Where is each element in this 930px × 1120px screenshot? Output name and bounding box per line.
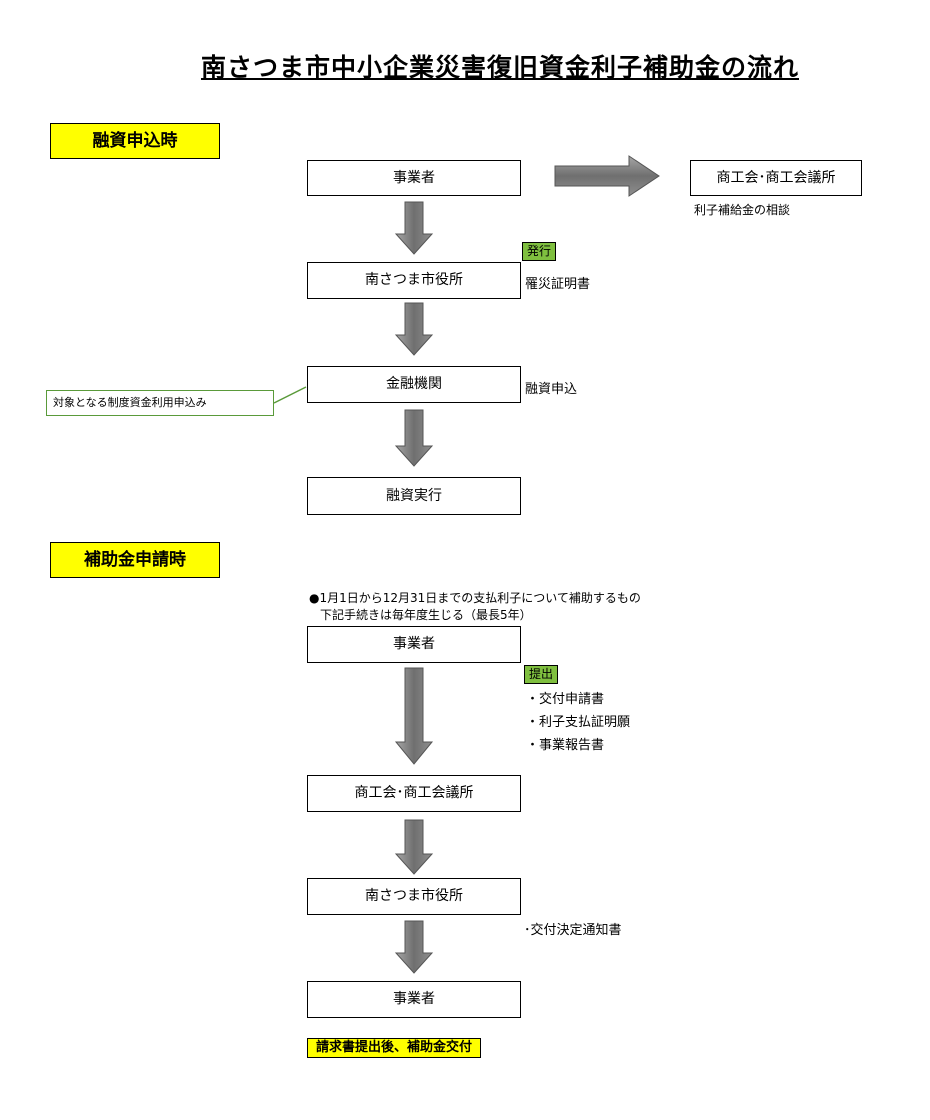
submit-badge: 提出: [524, 665, 559, 684]
callout-line: [273, 386, 307, 404]
down-arrow-icon: [394, 667, 434, 765]
subsidy-note-line1: ●1月1日から12月31日までの支払利子について補助するもの: [309, 591, 641, 605]
chamber-note: 利子補給金の相談: [694, 203, 791, 217]
box-applicant-final: 事業者: [307, 981, 521, 1018]
box-loan-execution: 融資実行: [307, 477, 521, 515]
doc-item: ・交付申請書: [526, 692, 605, 707]
box-city-office: 南さつま市役所: [307, 262, 521, 299]
decision-note: ･交付決定通知書: [524, 923, 622, 938]
doc-item: ・利子支払証明願: [526, 715, 631, 730]
box-chamber-2: 商工会･商工会議所: [307, 775, 521, 812]
right-arrow-icon: [554, 155, 660, 197]
down-arrow-icon: [394, 409, 434, 467]
box-city-office-2: 南さつま市役所: [307, 878, 521, 915]
section-loan-heading: 融資申込時: [50, 123, 220, 159]
final-banner: 請求書提出後、補助金交付: [307, 1038, 482, 1058]
down-arrow-icon: [394, 201, 434, 255]
box-bank: 金融機関: [307, 366, 521, 403]
down-arrow-icon: [394, 920, 434, 974]
down-arrow-icon: [394, 819, 434, 875]
city-note: 罹災証明書: [525, 277, 591, 292]
page-title: 南さつま市中小企業災害復旧資金利子補助金の流れ: [200, 53, 799, 82]
callout-eligible-funds: 対象となる制度資金利用申込み: [46, 390, 274, 416]
box-applicant-2: 事業者: [307, 626, 521, 663]
box-applicant: 事業者: [307, 160, 521, 196]
section-subsidy-heading: 補助金申請時: [50, 542, 220, 578]
subsidy-note-line2: 下記手続きは毎年度生じる（最長5年）: [320, 608, 532, 622]
issue-badge: 発行: [522, 242, 557, 261]
doc-item: ・事業報告書: [526, 738, 605, 753]
box-chamber: 商工会･商工会議所: [690, 160, 862, 196]
down-arrow-icon: [394, 302, 434, 356]
bank-note: 融資申込: [525, 382, 578, 397]
